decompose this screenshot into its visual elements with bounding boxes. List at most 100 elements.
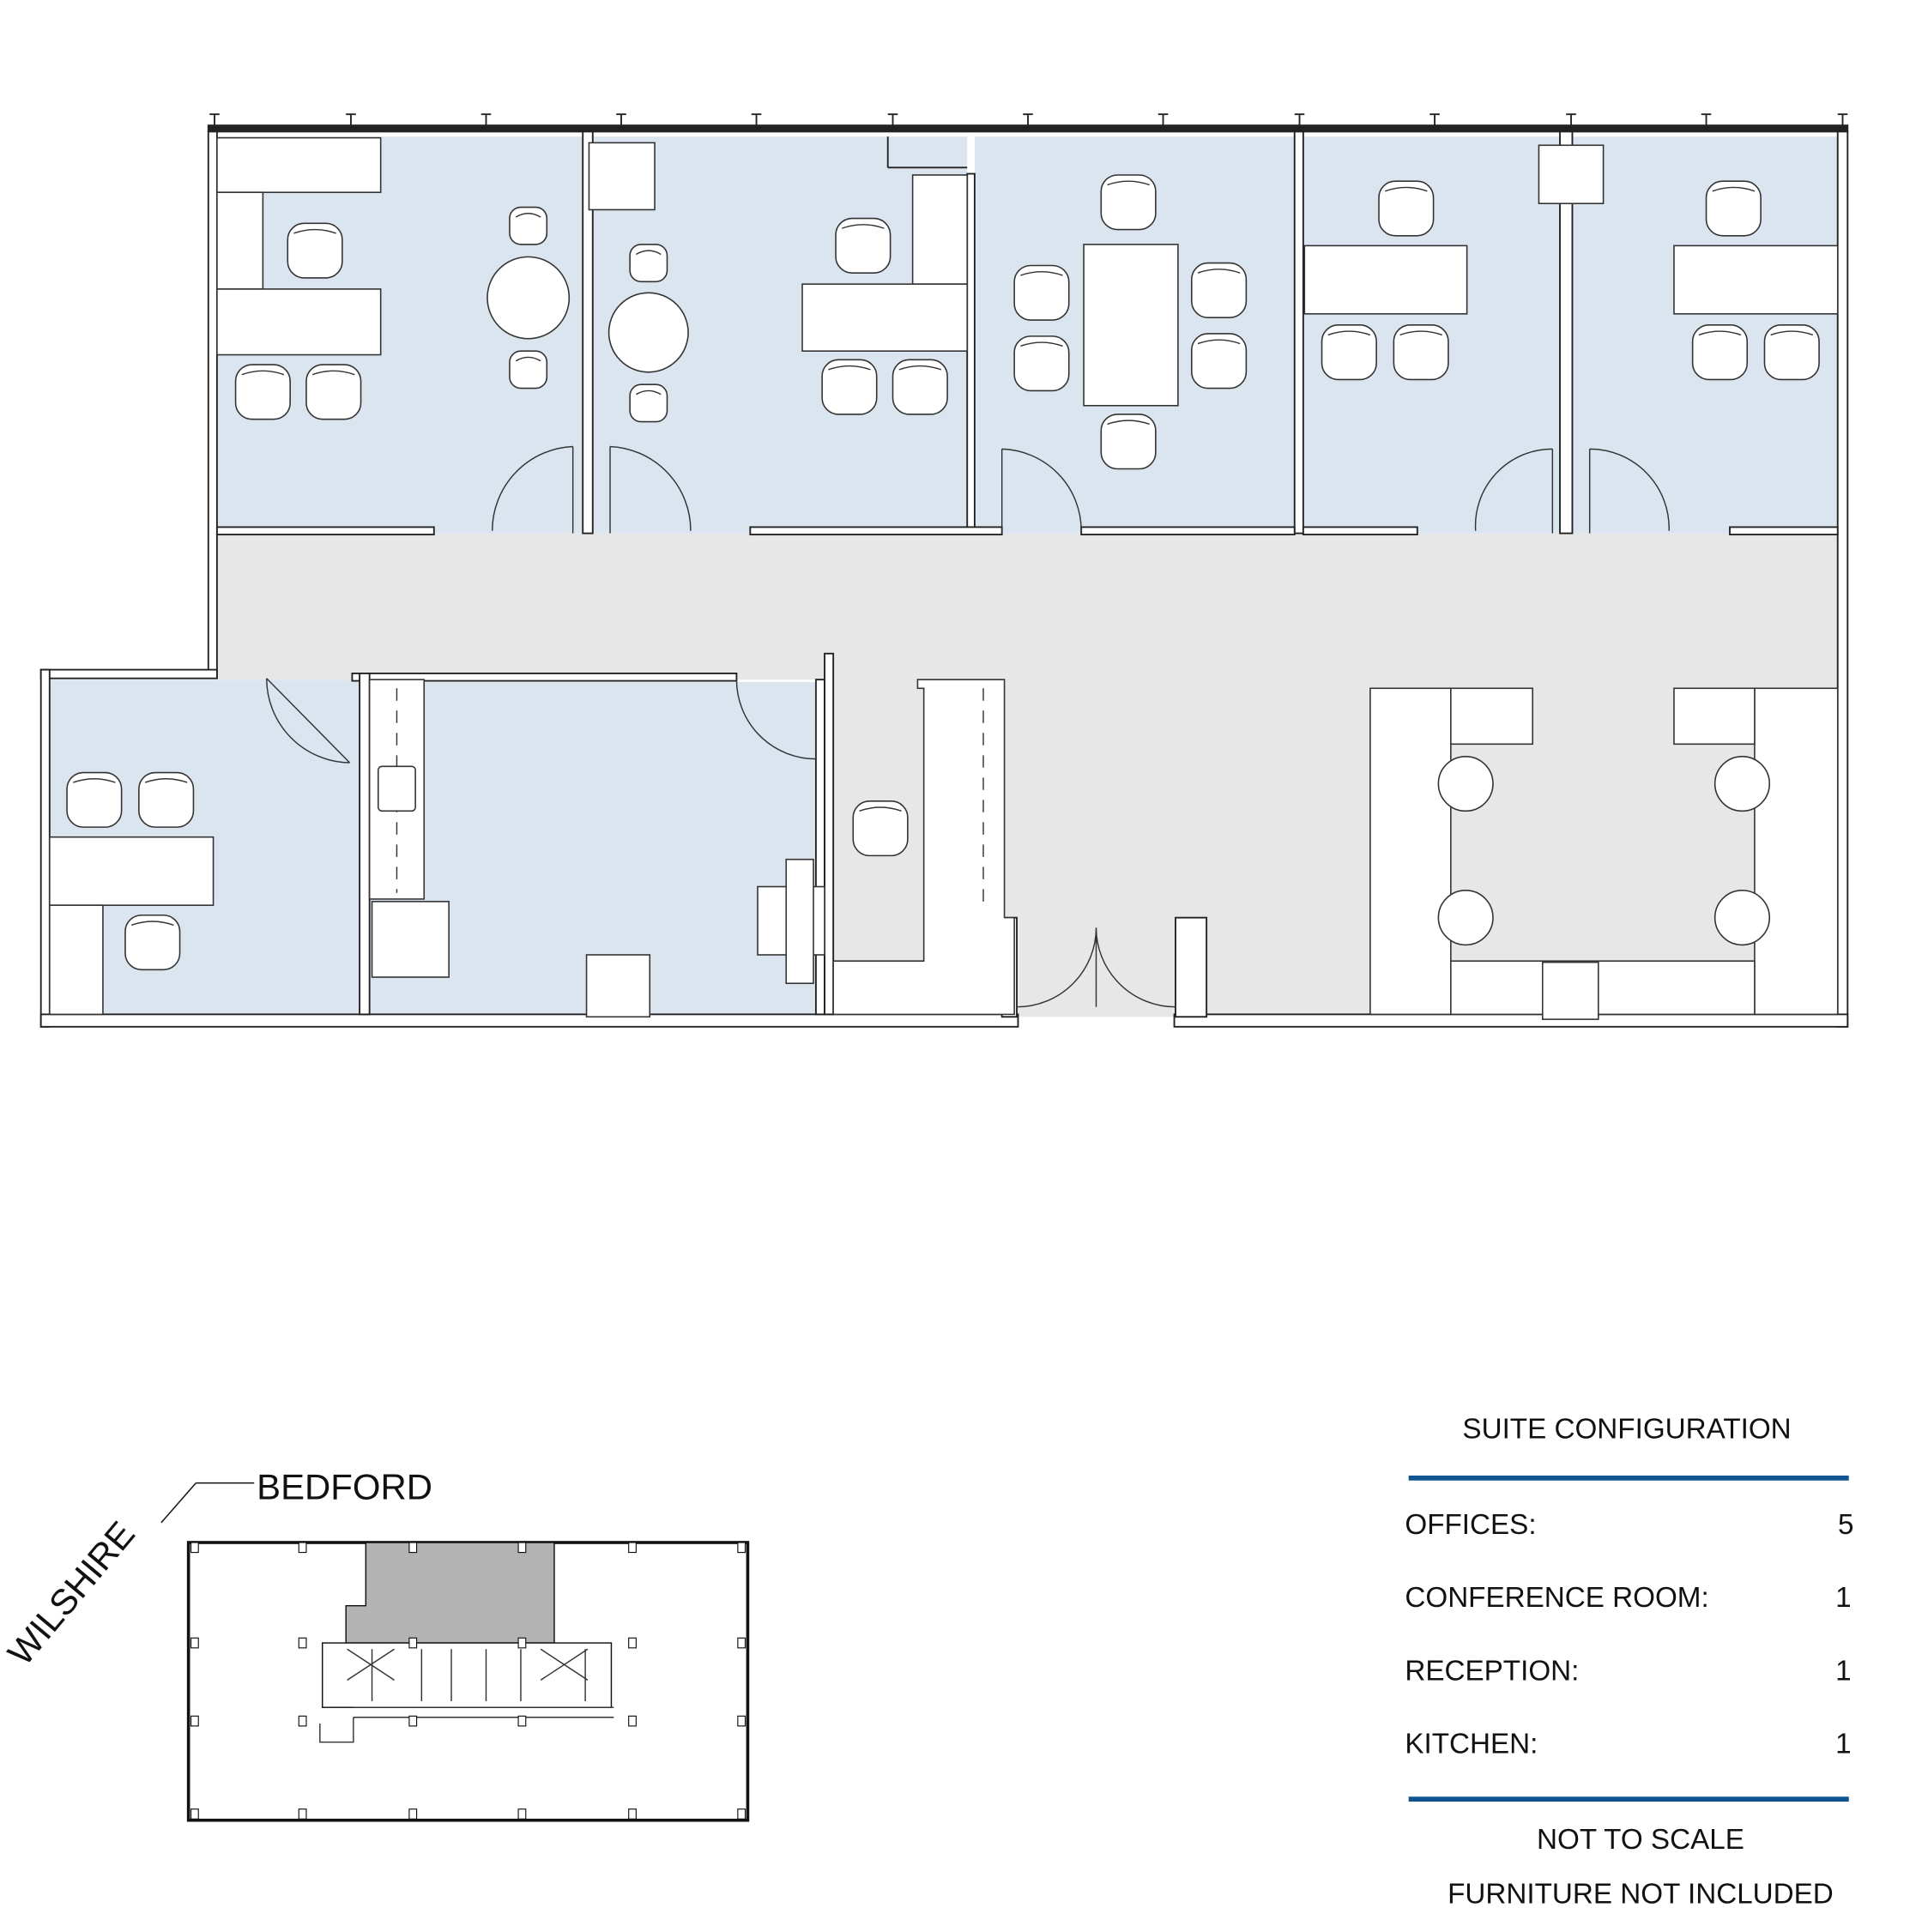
credenza: [216, 191, 264, 290]
chair-back: [842, 224, 885, 229]
chair: [1191, 262, 1248, 318]
column: [628, 1715, 637, 1727]
chairs: [66, 174, 1820, 971]
mullion: [1566, 113, 1576, 126]
chair-seat: [509, 350, 548, 389]
mullion: [1837, 113, 1848, 126]
chair: [1321, 324, 1377, 381]
window-mullions: [209, 113, 1848, 126]
chair: [1013, 264, 1070, 321]
config-title: SUITE CONFIGURATION: [1462, 1414, 1791, 1446]
cabinet: [1538, 144, 1605, 205]
chair: [835, 217, 891, 274]
column: [737, 1542, 746, 1554]
street-label-bedford: BEDFORD: [257, 1466, 432, 1506]
chair-back: [144, 778, 188, 783]
chair: [287, 222, 343, 279]
chair-seat: [509, 206, 548, 245]
chair-back: [635, 250, 662, 256]
copier-tray: [785, 858, 814, 985]
chair-back: [828, 365, 871, 371]
chair-back: [293, 228, 336, 234]
door-swing: [1474, 448, 1554, 534]
column: [190, 1542, 199, 1554]
chair-seat: [234, 364, 291, 420]
chair: [1191, 333, 1248, 389]
chair: [1691, 324, 1749, 381]
mullion: [751, 113, 762, 126]
note-not-to-scale: NOT TO SCALE: [1537, 1824, 1744, 1856]
door-swing: [735, 679, 817, 760]
chair-seat: [1321, 324, 1377, 381]
mullion: [1701, 113, 1712, 126]
chair-back: [1399, 330, 1442, 336]
street-leader: [160, 1482, 196, 1524]
chair-back: [1698, 330, 1742, 336]
chair: [1100, 174, 1157, 231]
config-value: 5: [1838, 1509, 1853, 1541]
chair-seat: [835, 217, 891, 274]
refrigerator: [371, 901, 450, 978]
chair-back: [1197, 269, 1241, 274]
column: [408, 1637, 418, 1649]
column: [628, 1808, 637, 1820]
config-value: 1: [1835, 1729, 1851, 1760]
chair: [1100, 414, 1157, 470]
mullion: [209, 113, 220, 126]
chair-seat: [1191, 262, 1248, 318]
coffee-table: [1541, 961, 1599, 1020]
column: [408, 1715, 418, 1727]
mullion: [1294, 113, 1305, 126]
chair: [852, 800, 909, 857]
chair-seat: [1100, 414, 1157, 470]
building-core: [322, 1642, 613, 1708]
mullion: [1023, 113, 1033, 126]
chair-back: [73, 778, 116, 783]
chair-back: [1770, 330, 1814, 336]
chair-seat: [629, 244, 668, 283]
chair-seat: [287, 222, 343, 279]
credenza: [216, 136, 382, 194]
suite-highlight: [345, 1542, 555, 1644]
furniture: [49, 136, 1839, 1020]
door-swing: [1588, 448, 1670, 534]
config-label: OFFICES:: [1405, 1509, 1536, 1541]
chair-back: [1020, 341, 1063, 347]
door-swing: [492, 445, 574, 534]
chair-seat: [1378, 180, 1435, 237]
desk: [801, 283, 969, 352]
chair: [138, 771, 195, 828]
round-table: [487, 256, 571, 340]
column: [408, 1542, 418, 1554]
note-furniture: FURNITURE NOT INCLUDED: [1448, 1879, 1834, 1911]
chair-seat: [66, 771, 123, 828]
chair-seat: [1691, 324, 1749, 381]
chair-seat: [891, 359, 948, 415]
chair: [305, 364, 362, 420]
door-swing: [1017, 927, 1176, 1008]
chair-back: [635, 389, 662, 395]
chair: [629, 383, 668, 423]
lounge-chair: [1713, 755, 1771, 812]
config-label: KITCHEN:: [1405, 1729, 1538, 1760]
chair-back: [1197, 339, 1241, 345]
mullion: [887, 113, 898, 126]
door-swing: [1000, 448, 1082, 534]
door-swing: [609, 445, 692, 534]
doors: [265, 445, 1670, 1008]
sofa: [1754, 687, 1839, 1016]
chair-back: [241, 370, 285, 376]
chair-back: [1107, 180, 1150, 186]
chair-seat: [1191, 333, 1248, 389]
chair-back: [1107, 420, 1150, 426]
credenza: [911, 174, 969, 285]
chair: [891, 359, 948, 415]
chair: [234, 364, 291, 420]
walls: [39, 124, 1849, 1028]
column: [408, 1808, 418, 1820]
chair: [509, 350, 548, 389]
chair: [66, 771, 123, 828]
chair-seat: [629, 383, 668, 423]
desk: [216, 288, 382, 356]
